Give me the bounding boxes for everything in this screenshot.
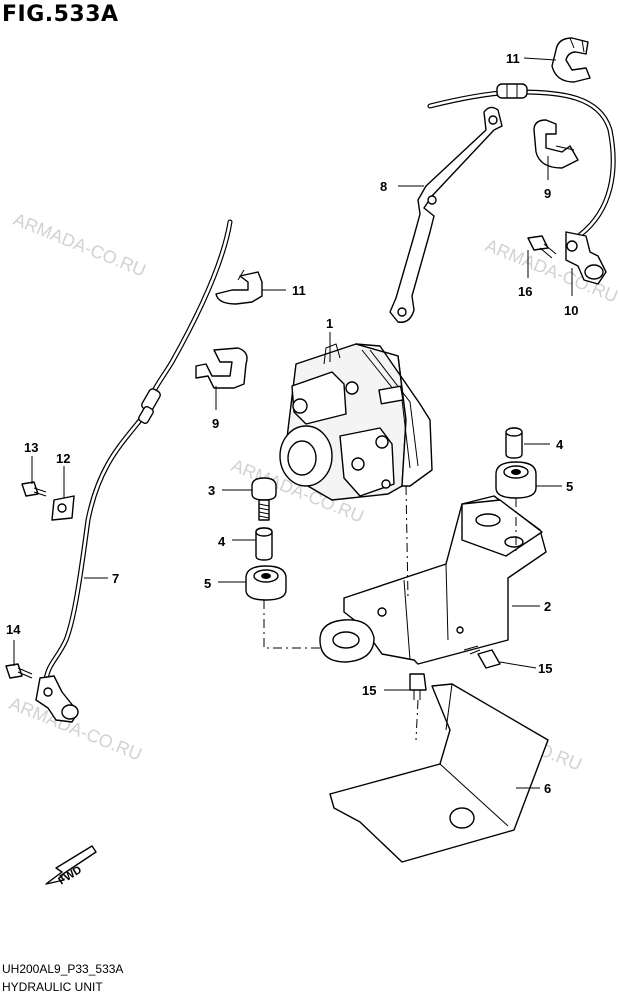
rear-speed-sensor-wire [427,83,616,238]
callout-15b: 15 [362,683,376,698]
bolt-15-lower [409,673,427,700]
bolt-15-right [463,645,501,669]
callout-12: 12 [56,451,70,466]
grommet-5-right [495,461,537,499]
lower-cover [329,683,549,863]
sensor-bracket [389,106,503,323]
clip-12 [51,495,75,521]
callout-15a: 15 [538,661,552,676]
clamp-11-left [215,269,263,305]
clamp-11-top [551,37,591,83]
callout-6: 6 [544,781,551,796]
callout-10: 10 [564,303,578,318]
callout-5b: 5 [566,479,573,494]
spacer-4-left [255,527,273,561]
callout-2: 2 [544,599,551,614]
bolt-13 [21,481,47,497]
callout-8: 8 [380,179,387,194]
forward-direction-arrow: FWD [45,845,97,887]
callout-4b: 4 [556,437,564,452]
front-speed-sensor-wire [43,219,233,683]
clamp-9-left [195,347,248,389]
callout-16: 16 [518,284,532,299]
bolt-3 [251,477,277,521]
callout-9b: 9 [212,416,219,431]
clamp-9-top [533,119,579,169]
hydraulic-unit [279,343,433,501]
callout-1: 1 [326,316,333,331]
rear-speed-sensor [565,231,607,285]
callout-14: 14 [6,622,21,637]
figure-title: FIG.533A [2,2,119,27]
watermark-bottom-left: ARMADA-CO.RU [7,693,145,764]
callout-4a: 4 [218,534,226,549]
callout-5a: 5 [204,576,211,591]
callout-9a: 9 [544,186,551,201]
bolt-16 [527,235,557,259]
figure-name: HYDRAULIC UNIT [2,980,103,994]
figure-code: UH200AL9_P33_533A [2,962,124,976]
front-speed-sensor [35,675,79,723]
watermark-top-left: ARMADA-CO.RU [11,209,149,280]
callout-7: 7 [112,571,119,586]
bolt-14 [5,663,33,679]
callout-11a: 11 [506,51,520,66]
callout-labels: 1 2 3 4 4 5 5 6 7 8 9 9 10 11 11 12 13 1… [6,51,578,796]
reference-lines [263,485,517,741]
grommet-5-left [245,565,287,601]
spacer-4-right [505,427,523,459]
leader-lines [13,57,573,789]
mounting-bracket [319,495,547,665]
callout-13: 13 [24,440,38,455]
callout-11b: 11 [292,283,306,298]
callout-3: 3 [208,483,215,498]
